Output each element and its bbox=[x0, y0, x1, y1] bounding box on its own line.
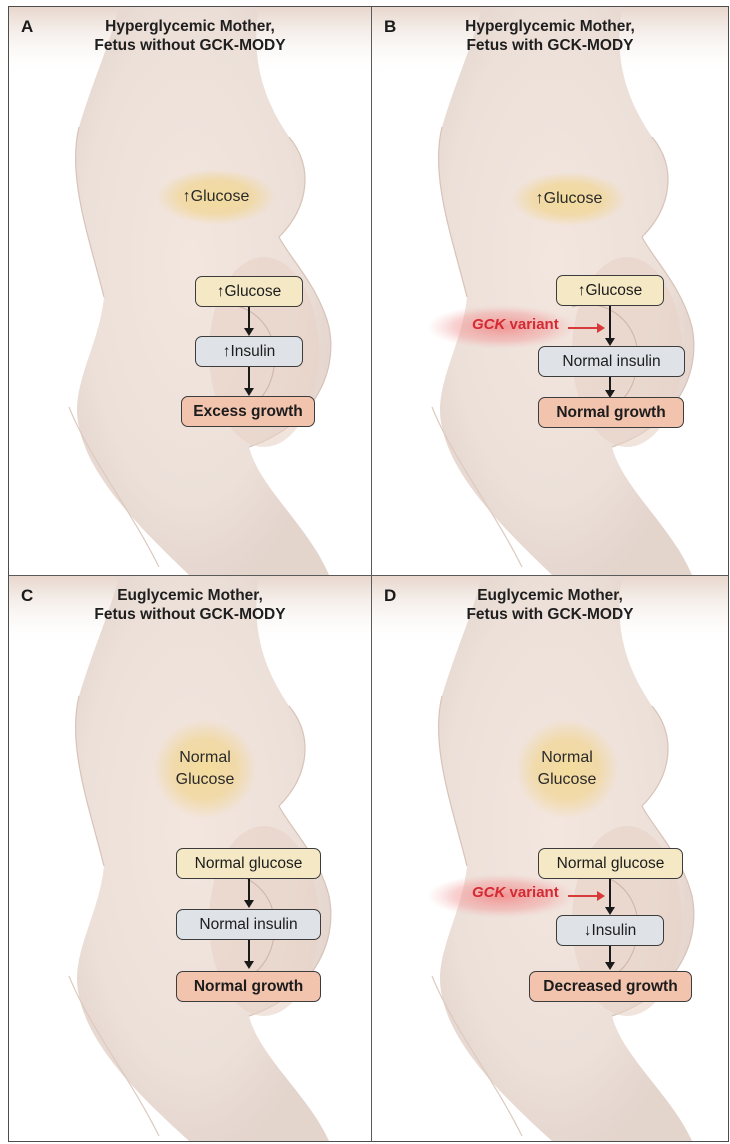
gck-gene-name: GCK bbox=[472, 884, 506, 901]
fetal-glucose-box: ↑Glucose bbox=[556, 275, 664, 306]
maternal-glucose-line-1: Normal bbox=[541, 749, 593, 766]
maternal-glucose-line-2: Glucose bbox=[175, 771, 235, 788]
gck-gene-name: GCK bbox=[472, 316, 506, 333]
arrow-down bbox=[244, 879, 254, 908]
maternal-glucose-text: ↑Glucose bbox=[535, 190, 603, 207]
fetal-growth-box: Normal growth bbox=[538, 397, 684, 428]
arrow-down bbox=[605, 946, 615, 970]
panel-letter: A bbox=[21, 17, 34, 36]
panel-letter: C bbox=[21, 586, 34, 605]
maternal-glucose-label: Normal Glucose bbox=[155, 744, 255, 794]
panel-letter: D bbox=[384, 586, 397, 605]
fetal-insulin-box: Normal insulin bbox=[538, 346, 685, 377]
panel-title: Euglycemic Mother, Fetus without GCK-MOD… bbox=[9, 586, 371, 624]
arrow-down bbox=[605, 377, 615, 398]
variant-word: variant bbox=[505, 316, 559, 333]
title-line-1: Hyperglycemic Mother, bbox=[465, 18, 635, 35]
fetal-insulin-box: ↑Insulin bbox=[195, 336, 303, 367]
fetal-insulin-box: ↓Insulin bbox=[556, 915, 664, 946]
panel-c: C Euglycemic Mother, Fetus without GCK-M… bbox=[9, 576, 371, 1141]
title-line-2: Fetus with GCK-MODY bbox=[466, 37, 634, 54]
maternal-glucose-label: ↑Glucose bbox=[156, 176, 276, 218]
panel-title: Euglycemic Mother, Fetus with GCK-MODY bbox=[372, 586, 728, 624]
gck-variant-label: GCK variant bbox=[472, 884, 559, 901]
maternal-glucose-text: ↑Glucose bbox=[182, 188, 250, 205]
title-line-1: Euglycemic Mother, bbox=[477, 587, 623, 604]
panel-title: Hyperglycemic Mother, Fetus without GCK-… bbox=[9, 17, 371, 55]
arrow-down bbox=[244, 940, 254, 969]
title-line-1: Hyperglycemic Mother, bbox=[105, 18, 275, 35]
vertical-divider bbox=[371, 7, 372, 1141]
arrow-down bbox=[244, 367, 254, 396]
panel-d: D Euglycemic Mother, Fetus with GCK-MODY… bbox=[372, 576, 728, 1141]
arrow-down bbox=[244, 307, 254, 336]
maternal-glucose-line-1: Normal bbox=[179, 749, 231, 766]
fetal-growth-box: Decreased growth bbox=[529, 971, 692, 1002]
fetal-glucose-box: Normal glucose bbox=[538, 848, 683, 879]
fetal-growth-box: Normal growth bbox=[176, 971, 321, 1002]
maternal-glucose-line-2: Glucose bbox=[537, 771, 597, 788]
maternal-glucose-label: Normal Glucose bbox=[517, 744, 617, 794]
fetal-glucose-box: Normal glucose bbox=[176, 848, 321, 879]
pregnant-woman-illustration bbox=[9, 7, 371, 575]
title-line-1: Euglycemic Mother, bbox=[117, 587, 263, 604]
pregnant-woman-illustration bbox=[372, 7, 728, 575]
fetal-growth-box: Excess growth bbox=[181, 396, 315, 427]
panel-letter: B bbox=[384, 17, 397, 36]
panel-b: B Hyperglycemic Mother, Fetus with GCK-M… bbox=[372, 7, 728, 575]
title-line-2: Fetus without GCK-MODY bbox=[94, 606, 286, 623]
red-arrow-right bbox=[568, 323, 605, 333]
maternal-glucose-label: ↑Glucose bbox=[509, 178, 629, 220]
fetal-glucose-box: ↑Glucose bbox=[195, 276, 303, 307]
panel-title: Hyperglycemic Mother, Fetus with GCK-MOD… bbox=[372, 17, 728, 55]
panel-a: A Hyperglycemic Mother, Fetus without GC… bbox=[9, 7, 371, 575]
gck-variant-label: GCK variant bbox=[472, 316, 559, 333]
title-line-2: Fetus without GCK-MODY bbox=[94, 37, 286, 54]
figure-frame: A Hyperglycemic Mother, Fetus without GC… bbox=[8, 6, 729, 1142]
fetal-insulin-box: Normal insulin bbox=[176, 909, 321, 940]
arrow-down bbox=[605, 879, 615, 915]
arrow-down bbox=[605, 306, 615, 346]
variant-word: variant bbox=[505, 884, 559, 901]
title-line-2: Fetus with GCK-MODY bbox=[466, 606, 634, 623]
horizontal-divider bbox=[9, 575, 728, 576]
red-arrow-right bbox=[568, 891, 605, 901]
